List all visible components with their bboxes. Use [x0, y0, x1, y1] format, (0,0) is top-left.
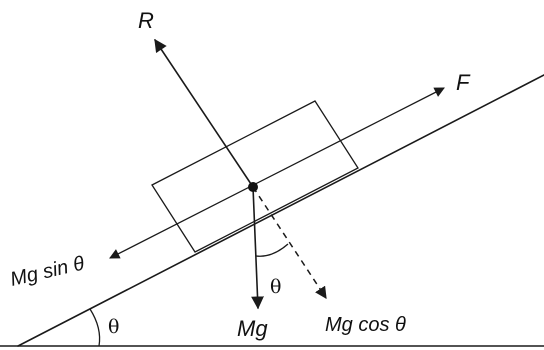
weight-arrow [251, 186, 264, 310]
angle-arc-base [89, 308, 101, 347]
label-parallel-component: Mg sin θ [8, 252, 86, 290]
center-of-mass-dot [248, 182, 258, 192]
label-perpendicular-component: Mg cos θ [325, 314, 406, 336]
normal-force-arrow [154, 38, 254, 188]
label-applied-force: F [456, 70, 471, 95]
perpendicular-component-arrow [252, 186, 327, 300]
label-angle-body: θ [270, 276, 281, 298]
label-normal-force: R [138, 8, 154, 33]
incline-surface [17, 74, 544, 347]
label-weight: Mg [237, 316, 268, 341]
angle-arc-body [255, 243, 289, 257]
label-angle-base: θ [108, 316, 119, 338]
line-of-action [109, 87, 445, 259]
